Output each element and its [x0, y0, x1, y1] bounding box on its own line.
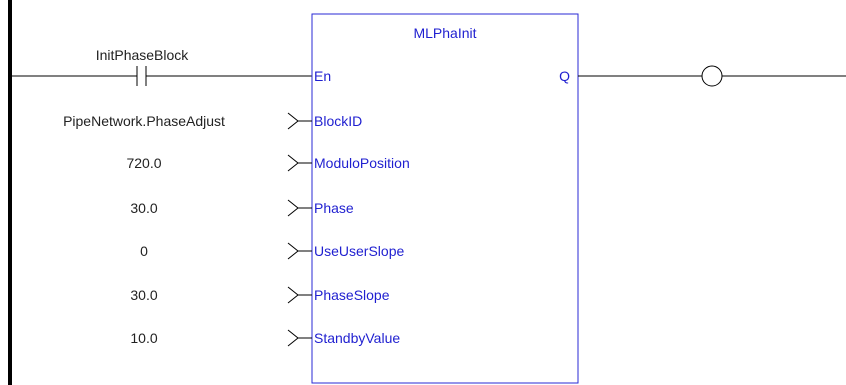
input-connector-icon [287, 199, 299, 217]
contact-icon[interactable] [136, 66, 147, 86]
input-value: 720.0 [126, 155, 161, 171]
power-rail [8, 0, 12, 385]
input-value: PipeNetwork.PhaseAdjust [63, 113, 225, 129]
pin-blockid: BlockID [314, 113, 362, 129]
input-row-standbyvalue[interactable]: 10.0 StandbyValue [130, 329, 400, 347]
pin-en: En [314, 68, 331, 84]
input-row-useuserslope[interactable]: 0 UseUserSlope [140, 242, 404, 260]
pin-moduloposition: ModuloPosition [314, 155, 410, 171]
input-value: 30.0 [130, 200, 157, 216]
contact-label: InitPhaseBlock [96, 47, 190, 63]
function-block[interactable] [311, 13, 579, 384]
pin-standbyvalue: StandbyValue [314, 330, 400, 346]
input-row-moduloposition[interactable]: 720.0 ModuloPosition [126, 154, 410, 172]
input-connector-icon [287, 154, 299, 172]
block-title: MLPhaInit [413, 25, 476, 41]
input-row-phaseslope[interactable]: 30.0 PhaseSlope [130, 286, 390, 304]
input-connector-icon [287, 286, 299, 304]
input-row-phase[interactable]: 30.0 Phase [130, 199, 354, 217]
coil-icon[interactable] [701, 65, 723, 87]
input-value: 30.0 [130, 287, 157, 303]
input-value: 0 [140, 243, 148, 259]
pin-q: Q [559, 68, 570, 84]
pin-useuserslope: UseUserSlope [314, 243, 404, 259]
input-connector-icon [287, 242, 299, 260]
pin-phaseslope: PhaseSlope [314, 287, 390, 303]
input-row-blockid[interactable]: PipeNetwork.PhaseAdjust BlockID [63, 112, 362, 130]
input-connector-icon [287, 112, 299, 130]
input-value: 10.0 [130, 330, 157, 346]
input-connector-icon [287, 329, 299, 347]
pin-phase: Phase [314, 200, 354, 216]
